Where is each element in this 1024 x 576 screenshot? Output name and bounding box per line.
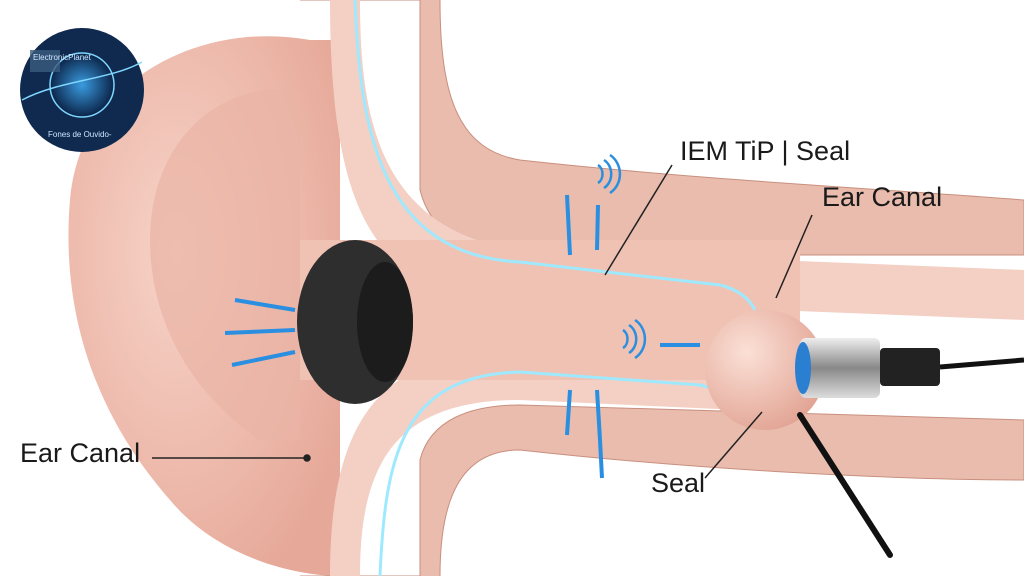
- logo-title: ElectronicPlanet: [33, 53, 92, 62]
- label-ear-canal-right: Ear Canal: [822, 182, 942, 212]
- leader-lines: [152, 164, 813, 479]
- foam-ear-tip: [297, 240, 413, 404]
- label-seal: Seal: [651, 468, 705, 498]
- iem-earbud: [705, 310, 1024, 558]
- logo-caption: Fones de Ouvido-: [48, 130, 112, 139]
- sound-wave-icons: [597, 153, 647, 360]
- outer-ear: [68, 36, 340, 576]
- logo: ElectronicPlanet Fones de Ouvido-: [20, 28, 144, 152]
- sound-arrows: [224, 194, 700, 479]
- label-iem-tip-seal: IEM TiP | Seal: [680, 136, 850, 166]
- label-ear-canal-left: Ear Canal: [20, 438, 140, 468]
